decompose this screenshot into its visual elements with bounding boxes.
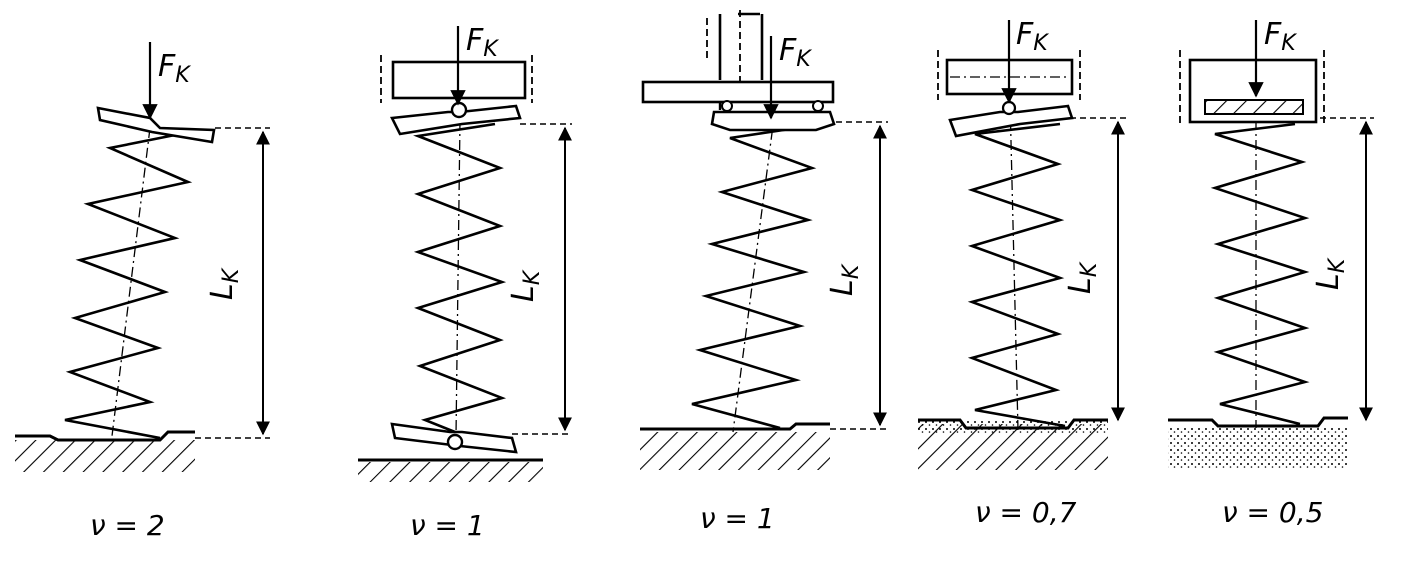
nu-label-4: ν = 0,7 — [975, 496, 1077, 529]
top-pin-4 — [1001, 100, 1017, 116]
spring-axis-1 — [111, 127, 151, 437]
ground-2 — [358, 462, 543, 482]
spring-5 — [1210, 122, 1310, 426]
ground-5 — [1168, 426, 1348, 470]
end-cap-top-4 — [948, 104, 1074, 138]
force-label-1: FK — [158, 49, 191, 88]
end-cap-top-2 — [389, 104, 522, 136]
spring-axis-3 — [732, 109, 776, 433]
ground-surface-1 — [15, 430, 195, 442]
ground-3 — [640, 432, 830, 470]
case-2: FK LK ν = 1 — [358, 23, 572, 542]
roller-left-3 — [721, 100, 733, 112]
spring-axis-2 — [455, 119, 461, 437]
length-label-4: LK — [1063, 261, 1102, 294]
nu-label-2: ν = 1 — [410, 509, 485, 542]
spring-1 — [64, 128, 201, 440]
spring-2 — [413, 122, 507, 434]
force-label-5: FK — [1264, 17, 1297, 56]
nu-label-5: ν = 0,5 — [1222, 496, 1323, 529]
plate-insert-5 — [1204, 99, 1304, 115]
ground-1 — [15, 440, 195, 472]
spring-axis-4 — [1009, 99, 1019, 431]
length-label-5: LK — [1311, 257, 1350, 290]
force-label-2: FK — [466, 23, 499, 62]
nu-label-3: ν = 1 — [700, 502, 775, 535]
nu-label-1: ν = 2 — [90, 509, 165, 542]
ground-surface-4 — [918, 418, 1108, 430]
length-label-1: LK — [205, 267, 244, 300]
spring-4 — [967, 122, 1066, 428]
case-3: FK LK ν = 1 — [640, 10, 888, 535]
force-label-4: FK — [1016, 17, 1049, 56]
case-4: FK LK ν = 0,7 — [918, 17, 1126, 529]
top-pin-2 — [450, 101, 468, 119]
bottom-pin-2 — [446, 433, 464, 451]
force-label-3: FK — [779, 33, 812, 72]
case-1: FK LK ν = 2 — [15, 42, 270, 542]
end-cap-top-1 — [96, 106, 216, 144]
ground-surface-3 — [640, 422, 830, 431]
spring-3 — [691, 124, 817, 430]
ground-surface-5 — [1168, 416, 1348, 428]
beam-3 — [641, 80, 835, 104]
case-5: FK LK ν = 0,5 — [1168, 17, 1374, 529]
roller-right-3 — [812, 100, 824, 112]
length-label-3: LK — [825, 263, 864, 296]
length-label-2: LK — [506, 269, 545, 302]
end-cap-top-3 — [710, 110, 836, 132]
